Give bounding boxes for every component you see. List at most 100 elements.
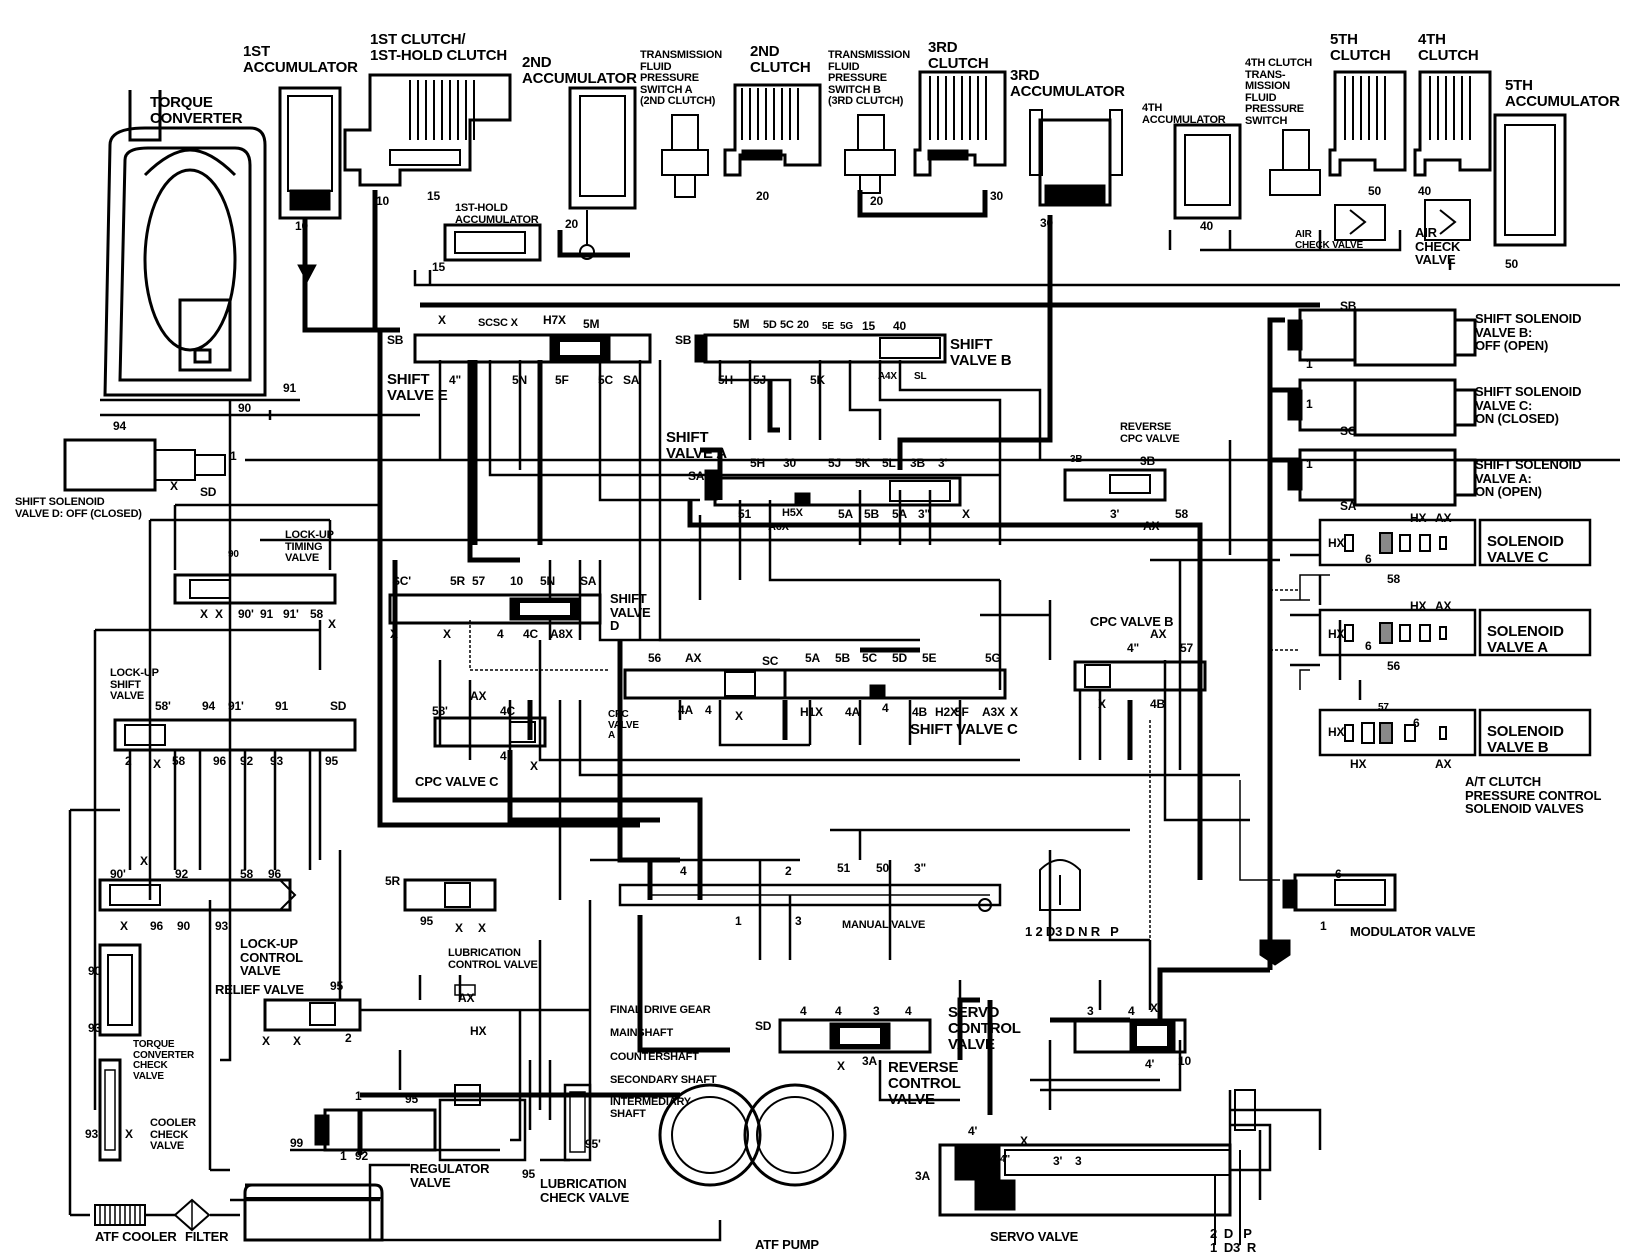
port-label: 15: [432, 260, 445, 274]
port-label: 93: [85, 1127, 98, 1141]
port-label: H7X: [543, 313, 566, 327]
port-label: HX: [1410, 599, 1427, 613]
port-label: SC: [1340, 424, 1357, 438]
port-label: 6: [1413, 716, 1420, 730]
shift-valve-a-label: SHIFT VALVE A: [666, 429, 727, 462]
port-label: 5M: [733, 317, 750, 331]
port-label: 3B: [1140, 454, 1155, 468]
port-label: 92: [175, 867, 188, 881]
port-label: H1X: [800, 705, 823, 719]
port-label: 51: [738, 507, 751, 521]
port-label: 4: [500, 749, 507, 763]
port-label: 4: [835, 1004, 842, 1018]
port-label: 4': [968, 1124, 978, 1138]
servo-control-label: SERVO CONTROL VALVE: [948, 1004, 1021, 1053]
port-label: 95: [330, 979, 343, 993]
4th-clutch-tfps-label: 4TH CLUTCH TRANS- MISSION FLUID PRESSURE…: [1245, 57, 1313, 127]
port-label: AX: [1150, 627, 1167, 641]
port-label: X: [1020, 1134, 1028, 1148]
port-label: X: [200, 607, 208, 621]
port-label: 90: [228, 549, 239, 560]
port-label: H5X: [782, 507, 803, 519]
port-label: 58: [172, 754, 185, 768]
port-label: 5R: [385, 874, 400, 888]
port-label: 5N: [512, 373, 527, 387]
port-label: 1: [230, 449, 237, 463]
ssv-a-label: SHIFT SOLENOID VALVE A: ON (OPEN): [1475, 457, 1582, 500]
port-label: 50: [1368, 184, 1381, 198]
port-label: 91: [283, 381, 296, 395]
lubrication-check-label: LUBRICATION CHECK VALVE: [540, 1176, 630, 1205]
servo-valve-label: SERVO VALVE: [990, 1229, 1079, 1244]
port-label: 50: [876, 861, 889, 875]
port-label: AX: [685, 651, 702, 665]
port-label: 56: [648, 651, 661, 665]
port-label: 4": [1000, 1154, 1010, 1165]
port-label: 90': [110, 867, 126, 881]
cpc-valve-a-label: CPC VALVE A: [608, 709, 639, 741]
servo-positions-label: 2 D P 1 D3 R: [1210, 1226, 1257, 1255]
atf-pump-label: ATF PUMP: [755, 1237, 819, 1252]
port-label: X: [293, 1034, 301, 1048]
port-label: 58': [155, 699, 171, 713]
port-label: 20: [565, 217, 578, 231]
port-label: 51: [837, 861, 850, 875]
tfps-b-label: TRANSMISSION FLUID PRESSURE SWITCH B (3R…: [828, 49, 910, 108]
port-label: 3: [1075, 1154, 1082, 1168]
3rd-accumulator-label: 3RD ACCUMULATOR: [1010, 67, 1125, 100]
solenoid-b-label: SOLENOID VALVE B: [1487, 723, 1564, 756]
port-label: 3': [1110, 507, 1120, 521]
port-label: 56: [1387, 659, 1400, 673]
port-label: 95: [325, 754, 338, 768]
port-label: 3: [795, 914, 802, 928]
3rd-clutch-label: 3RD CLUTCH: [928, 39, 989, 72]
port-label: 57: [1378, 702, 1389, 713]
port-label: 90: [238, 401, 251, 415]
port-label: SC: [762, 654, 779, 668]
port-label: 4C: [523, 627, 538, 641]
port-label: SA: [688, 469, 705, 483]
port-label: 3': [1053, 1154, 1063, 1168]
lubrication-control-label: LUBRICATION CONTROL VALVE: [448, 947, 538, 971]
port-label: 96: [213, 754, 226, 768]
port-label: 1: [735, 914, 742, 928]
port-label: 3A: [915, 1169, 930, 1183]
tc-check-label: TORQUE CONVERTER CHECK VALVE: [133, 1039, 194, 1082]
lockup-shift-label: LOCK-UP SHIFT VALVE: [110, 667, 159, 703]
port-label: AX: [1435, 599, 1452, 613]
port-label: X: [153, 757, 161, 771]
port-label: 91': [283, 607, 299, 621]
port-label: 4": [449, 373, 461, 387]
port-label: 96: [150, 919, 163, 933]
port-label: 96: [268, 867, 281, 881]
port-label: 40: [1418, 184, 1431, 198]
port-label: 58: [240, 867, 253, 881]
atf-cooler-label: ATF COOLER: [95, 1229, 177, 1244]
port-label: X: [1010, 705, 1018, 719]
cpc-valve-c-label: CPC VALVE C: [415, 774, 499, 789]
port-label: 2: [785, 864, 792, 878]
torque-converter-label: TORQUE CONVERTER: [150, 94, 243, 127]
port-label: SB: [387, 333, 404, 347]
port-label: 5H: [718, 373, 733, 387]
port-label: 99: [290, 1136, 303, 1150]
port-label: HX: [470, 1024, 487, 1038]
port-label: 5F: [555, 373, 569, 387]
5th-clutch-label: 5TH CLUTCH: [1330, 31, 1391, 64]
port-label: 5G: [985, 651, 1001, 665]
port-label: 5C: [598, 373, 613, 387]
port-label: 5F: [955, 705, 969, 719]
manual-valve-label: MANUAL VALVE: [842, 919, 926, 931]
port-label: 5A: [838, 507, 853, 521]
port-label: 2: [125, 754, 132, 768]
shift-valve-d-label: SHIFT VALVE D: [610, 591, 651, 634]
at-clutch-pcs-label: A/T CLUTCH PRESSURE CONTROL SOLENOID VAL…: [1465, 774, 1602, 817]
port-label: 1: [1306, 397, 1313, 411]
port-label: 40: [893, 319, 906, 333]
port-label: 2: [345, 1031, 352, 1045]
port-label: 58: [310, 607, 323, 621]
port-label: AX: [1143, 519, 1160, 533]
port-label: X: [140, 854, 148, 868]
port-label: 3A: [862, 1054, 877, 1068]
